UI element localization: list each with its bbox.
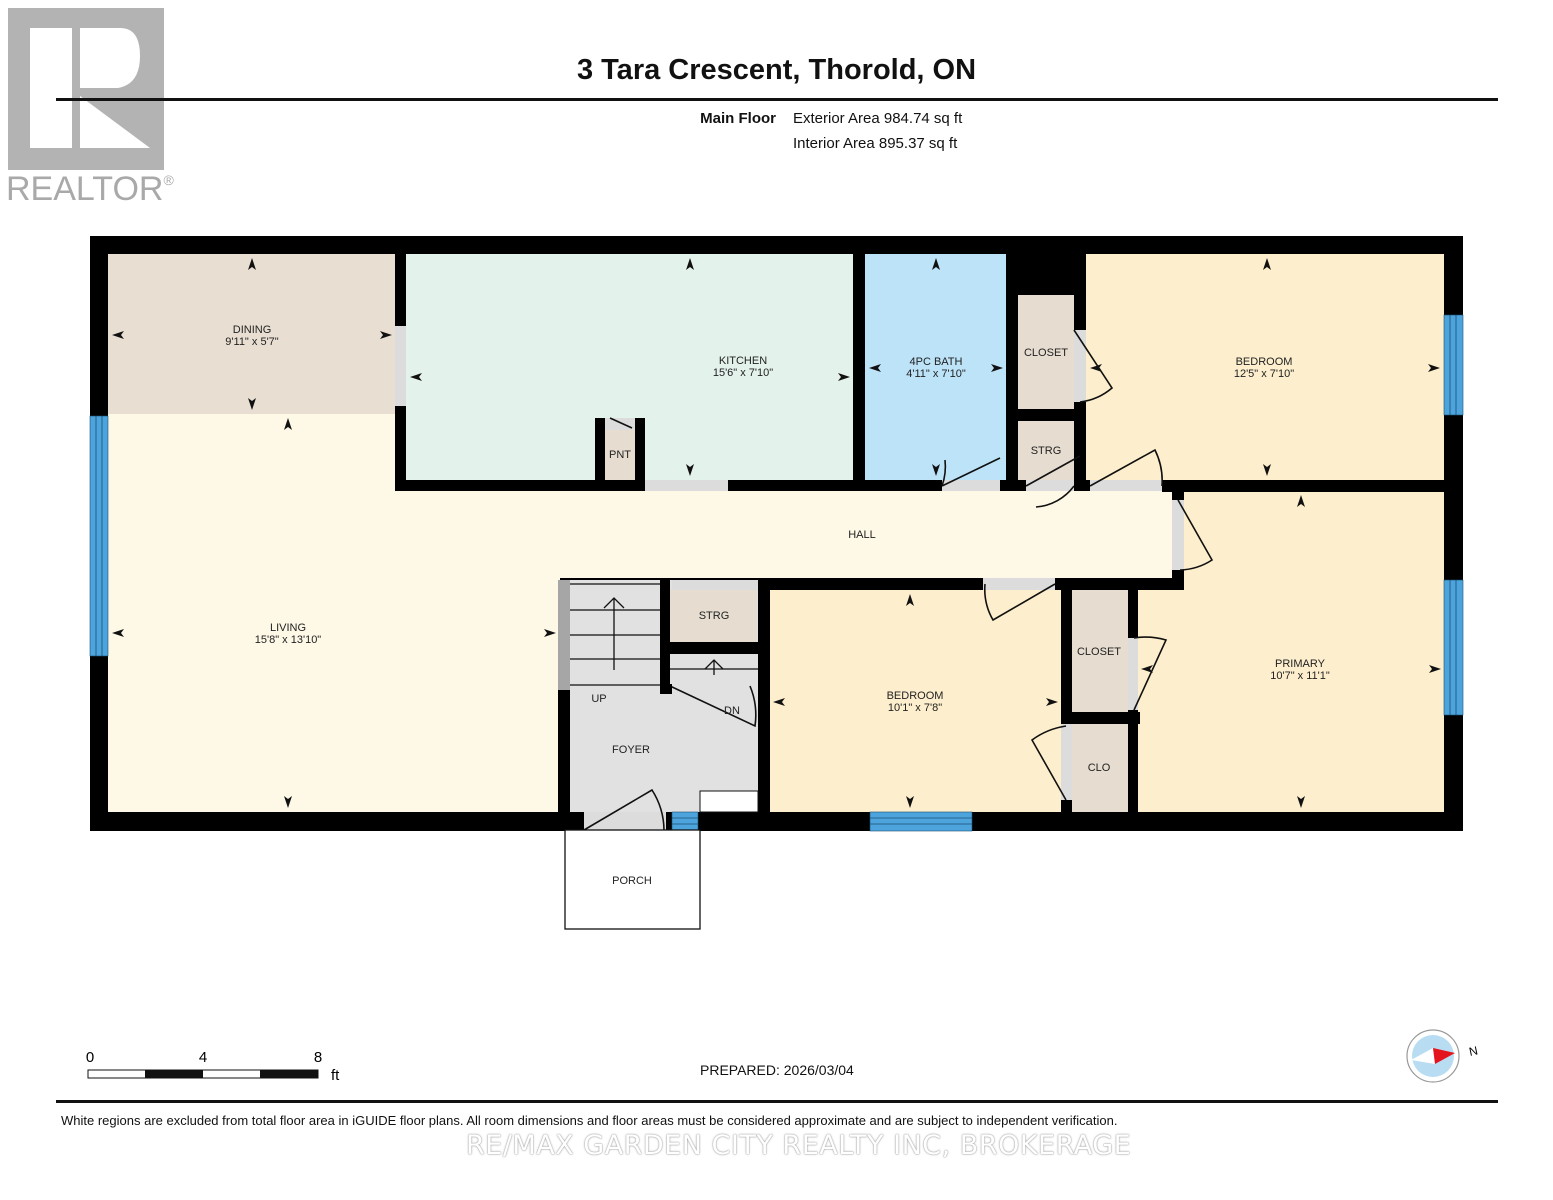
door-swings [583, 329, 1214, 831]
header-divider [56, 98, 1498, 101]
closet-1-label: CLOSET [1024, 347, 1068, 359]
kitchen-label: KITCHEN [719, 355, 767, 367]
scale-tick-4: 4 [199, 1049, 207, 1066]
living-dims: 15'8" x 13'10" [255, 634, 322, 646]
room-bedroom-2 [770, 590, 1061, 812]
strg-1-label: STRG [1031, 445, 1062, 457]
closet-2-label: CLOSET [1077, 646, 1121, 658]
scale-tick-8: 8 [314, 1049, 322, 1066]
dimension-arrows [112, 258, 1441, 808]
realtor-r-icon [8, 8, 164, 170]
interior-area: Interior Area 895.37 sq ft [793, 135, 958, 152]
compass-icon: N [1406, 1029, 1479, 1083]
primary-label: PRIMARY [1275, 658, 1326, 670]
bedroom-1-label: BEDROOM [1236, 356, 1293, 368]
realtor-logo [8, 8, 164, 170]
hall-label: HALL [848, 529, 876, 541]
window-lines [95, 315, 1457, 825]
stairs-down [660, 654, 758, 694]
exterior-area: Exterior Area 984.74 sq ft [793, 110, 963, 127]
bath-dims: 4'11" x 7'10" [906, 368, 966, 380]
realtor-wordmark: REALTOR® [6, 170, 174, 208]
scale-bar: 0 4 8 ft [86, 1049, 340, 1084]
bedroom-1-dims: 12'5" x 7'10" [1234, 368, 1294, 380]
foyer-label: FOYER [612, 744, 650, 756]
brokerage-watermark: RE/MAX GARDEN CITY REALTY INC, BROKERAGE [466, 1130, 1132, 1161]
scale-unit: ft [331, 1067, 340, 1084]
prepared-date: PREPARED: 2026/03/04 [700, 1062, 854, 1078]
stairs-down-label: DN [724, 705, 740, 717]
page-title: 3 Tara Crescent, Thorold, ON [576, 54, 977, 86]
room-closet-2 [1072, 590, 1128, 712]
disclaimer: White regions are excluded from total fl… [61, 1113, 1118, 1128]
dining-dims: 9'11" x 5'7" [225, 336, 278, 348]
bedroom-2-label: BEDROOM [887, 690, 944, 702]
footer-divider [56, 1100, 1498, 1103]
room-strg-1 [1018, 421, 1074, 481]
kitchen-dims: 15'6" x 7'10" [713, 367, 773, 379]
living-label: LIVING [270, 622, 306, 634]
porch-label: PORCH [612, 875, 652, 887]
bedroom-2-dims: 10'1" x 7'8" [888, 702, 942, 714]
room-porch [564, 829, 701, 930]
room-bath [865, 254, 1006, 480]
dining-label: DINING [233, 324, 272, 336]
windows [89, 314, 1464, 832]
scale-tick-0: 0 [86, 1049, 94, 1066]
floor-name: Main Floor [700, 110, 776, 127]
clo-label: CLO [1088, 762, 1111, 774]
stairs-up-label: UP [591, 693, 606, 705]
compass-north-label: N [1468, 1043, 1479, 1058]
primary-dims: 10'7" x 11'1" [1270, 670, 1330, 682]
room-primary [1138, 492, 1444, 812]
stairs-up [558, 580, 660, 690]
door-openings [395, 326, 1184, 830]
room-strg-2 [669, 590, 757, 642]
pantry-label: PNT [609, 449, 631, 461]
room-dining [108, 254, 395, 414]
interior-walls [395, 254, 1462, 812]
room-bedroom-1 [1086, 254, 1444, 480]
bath-label: 4PC BATH [910, 356, 963, 368]
room-clo [1072, 724, 1128, 812]
room-closet-1 [1018, 295, 1074, 409]
strg-2-label: STRG [699, 610, 730, 622]
